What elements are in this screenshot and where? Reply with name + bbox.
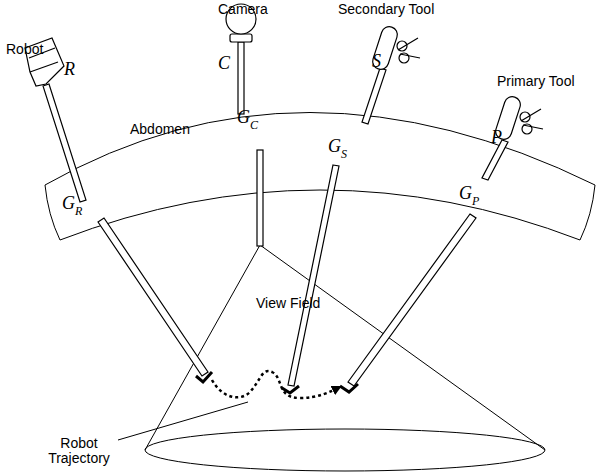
port-letter: G	[237, 108, 250, 128]
secondary-tool	[282, 25, 420, 393]
port-subscript: C	[250, 119, 258, 132]
camera	[226, 4, 263, 246]
part-name: Camera	[218, 2, 268, 17]
part-letter: S	[372, 52, 381, 72]
robot-trajectory	[212, 371, 340, 398]
port-subscript: P	[472, 195, 479, 208]
region-name: View Field	[256, 296, 320, 311]
part-name: Robot	[6, 42, 43, 57]
part-letter: C	[218, 54, 230, 74]
port-subscript: S	[341, 148, 347, 161]
part-letter: R	[64, 60, 75, 80]
robot-arm	[25, 38, 212, 382]
port-letter: G	[328, 137, 341, 157]
part-name: Secondary Tool	[338, 2, 434, 17]
callout-label: Robot Trajectory	[40, 436, 118, 467]
part-name: Primary Tool	[497, 74, 575, 89]
part-letter: P	[491, 128, 502, 148]
leader-line	[118, 402, 248, 440]
view-field	[145, 245, 545, 471]
port-letter: G	[62, 194, 75, 214]
primary-tool	[340, 95, 543, 392]
region-name: Abdomen	[130, 122, 190, 137]
port-letter: G	[459, 184, 472, 204]
port-subscript: R	[75, 205, 82, 218]
